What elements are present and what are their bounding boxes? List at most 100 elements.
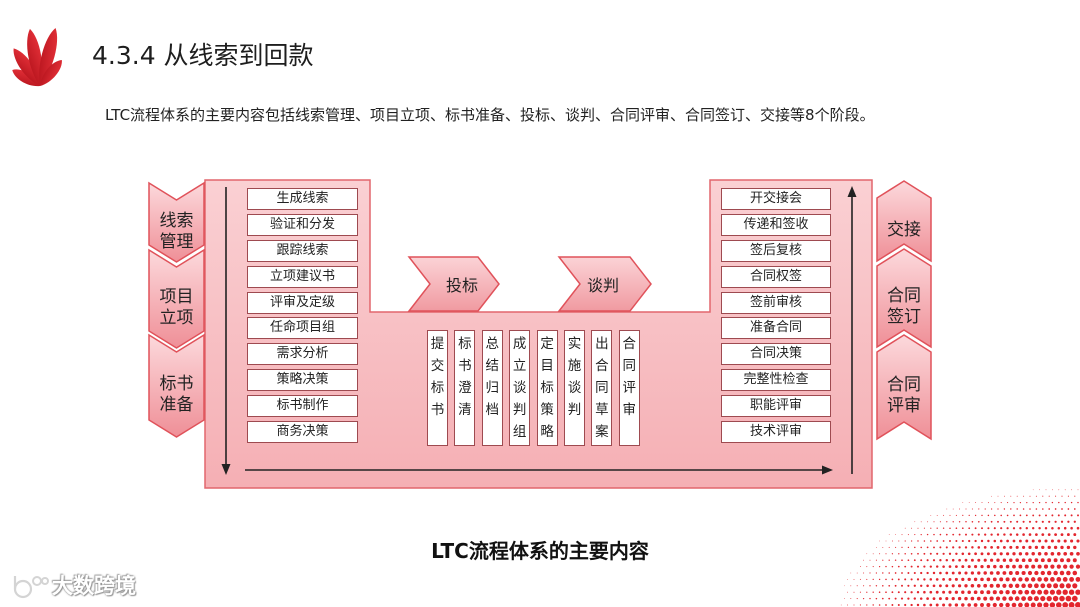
halftone-dot: [935, 590, 939, 594]
halftone-dot: [1016, 520, 1019, 523]
step-box: 商务决策: [247, 421, 358, 444]
watermark-text: 大数跨境: [52, 574, 136, 598]
halftone-dot: [1011, 602, 1017, 607]
stage-label-container: 交接: [876, 198, 932, 262]
halftone-dot: [973, 577, 978, 582]
halftone-dot: [1029, 508, 1031, 510]
halftone-dot: [1035, 533, 1038, 536]
halftone-dot: [920, 584, 923, 587]
halftone-dot: [1015, 533, 1019, 536]
halftone-dot: [992, 590, 997, 595]
halftone-dot: [850, 585, 852, 587]
halftone-dot: [1028, 533, 1032, 536]
stage-chevron-project-initiation: 项目立项: [148, 248, 205, 349]
vertical-step-box: 标书澄清: [454, 330, 476, 446]
halftone-dot: [1075, 589, 1080, 595]
halftone-dot: [939, 533, 942, 536]
halftone-dot: [962, 514, 964, 516]
halftone-dot: [844, 585, 845, 587]
stage-label: 投标: [445, 276, 478, 295]
halftone-dot: [1025, 552, 1029, 556]
chevron-right-shape: [557, 256, 652, 312]
halftone-dot: [1038, 514, 1041, 517]
intro-text: LTC流程体系的主要内容包括线索管理、项目立项、标书准备、投标、谈判、合同评审、…: [105, 106, 875, 124]
halftone-dot: [910, 591, 913, 594]
halftone-dot: [1062, 576, 1068, 582]
halftone-dot: [872, 553, 874, 555]
halftone-dot: [1041, 533, 1045, 536]
stage-chevron-negotiation: 谈判: [557, 256, 652, 312]
halftone-dot: [968, 539, 971, 543]
halftone-dot: [933, 533, 935, 536]
halftone-dot: [986, 602, 991, 607]
halftone-dot: [994, 502, 996, 504]
halftone-dot: [993, 527, 996, 530]
halftone-dot: [994, 514, 996, 517]
stage-chevron-contract-signing: 合同签订: [876, 248, 932, 349]
step-box: 任命项目组: [247, 317, 358, 340]
halftone-dot: [907, 572, 910, 574]
halftone-dot: [866, 553, 868, 555]
halftone-dot: [946, 521, 948, 523]
stage-chevron-contract-review: 合同评审: [876, 334, 932, 441]
halftone-dot: [879, 540, 880, 542]
halftone-dot: [1072, 558, 1077, 563]
halftone-dot: [996, 571, 1000, 575]
halftone-dot: [1051, 501, 1054, 504]
step-box: 准备合同: [721, 317, 831, 340]
halftone-dot: [987, 502, 989, 504]
halftone-dot: [986, 552, 990, 556]
halftone-dot: [1064, 489, 1066, 491]
halftone-dot: [1062, 589, 1068, 595]
stage-label-container: 合同评审: [876, 352, 932, 440]
halftone-dot: [958, 533, 961, 536]
halftone-dot: [1077, 501, 1079, 504]
halftone-dot: [967, 577, 971, 582]
halftone-dot: [929, 540, 932, 542]
halftone-dot: [990, 508, 993, 510]
halftone-dot: [1022, 545, 1026, 549]
halftone-dot: [1039, 489, 1040, 491]
halftone-dot: [840, 604, 842, 606]
halftone-dot: [920, 521, 922, 523]
halftone-dot: [1022, 533, 1025, 536]
watermark-logo-icon: [13, 576, 49, 599]
halftone-dot: [866, 604, 868, 606]
halftone-dot: [961, 590, 965, 594]
halftone-dot: [888, 597, 891, 600]
halftone-dot: [888, 534, 890, 535]
step-box: 合同决策: [721, 343, 831, 366]
halftone-dot: [986, 564, 991, 569]
halftone-dot: [923, 578, 926, 581]
halftone-dot: [939, 571, 942, 575]
halftone-dot: [1069, 551, 1074, 556]
halftone-dot: [936, 540, 939, 542]
halftone-dot: [1057, 526, 1061, 530]
halftone-dot: [1044, 552, 1048, 556]
halftone-dot: [875, 585, 878, 587]
halftone-dot: [945, 597, 949, 601]
halftone-dot: [1037, 589, 1043, 595]
halftone-dot: [1027, 583, 1033, 589]
halftone-dot: [1027, 570, 1033, 576]
halftone-dot: [910, 578, 913, 581]
halftone-dot: [951, 558, 955, 562]
stage-chevron-bidding: 投标: [407, 256, 500, 312]
halftone-dot: [936, 552, 939, 555]
halftone-dot: [1053, 583, 1059, 589]
halftone-dot: [872, 578, 874, 581]
halftone-dot: [1043, 602, 1049, 607]
halftone-dot: [1035, 520, 1038, 523]
halftone-dot: [878, 578, 881, 581]
halftone-dot: [1024, 577, 1029, 582]
halftone-dot: [907, 546, 910, 549]
halftone-dot: [932, 584, 936, 588]
halftone-dot: [999, 552, 1003, 556]
halftone-dot: [949, 540, 951, 542]
halftone-dot: [1008, 571, 1013, 575]
halftone-dot: [1018, 577, 1023, 582]
halftone-dot: [948, 577, 952, 581]
step-box: 评审及定级: [247, 291, 358, 314]
halftone-dot: [1030, 577, 1036, 582]
halftone-dot: [965, 508, 967, 510]
